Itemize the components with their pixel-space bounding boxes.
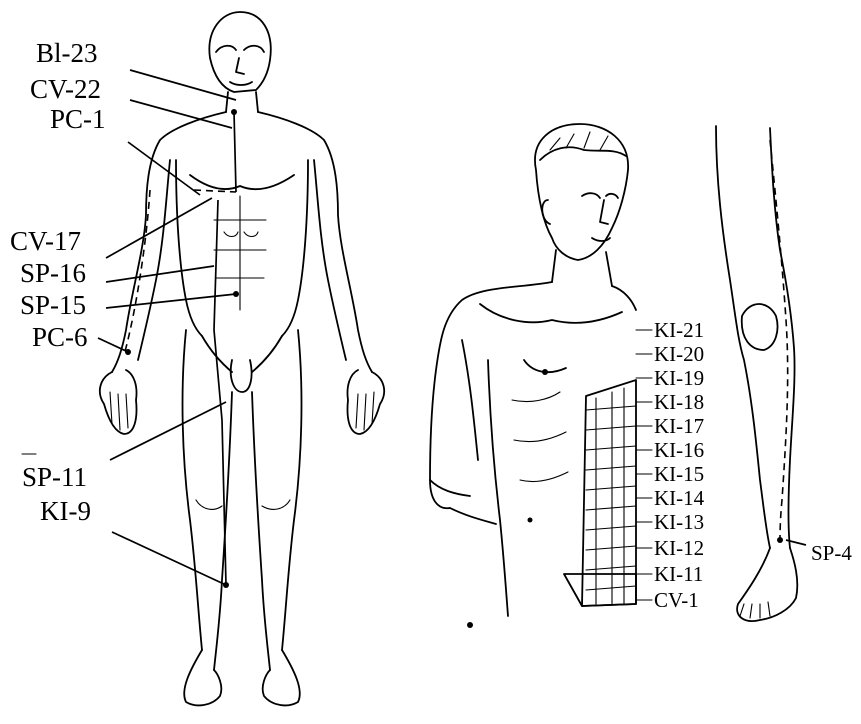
label-sp-11: SP-11 — [22, 462, 87, 492]
label-sp-16: SP-16 — [20, 258, 86, 288]
label-ki-17: KI-17 — [654, 414, 704, 438]
label-ki-20: KI-20 — [654, 342, 704, 366]
label-pc-1: PC-1 — [50, 104, 106, 134]
label-cv-1: CV-1 — [654, 588, 699, 612]
label-ki-14: KI-14 — [654, 486, 705, 510]
torso-leader-lines — [636, 330, 652, 600]
label-ki-9: KI-9 — [40, 496, 91, 526]
label-cv-17: CV-17 — [10, 226, 81, 256]
leg-figure — [716, 126, 806, 621]
label-ki-18: KI-18 — [654, 390, 704, 414]
torso-figure — [430, 124, 636, 628]
label-ki-12: KI-12 — [654, 536, 704, 560]
label-pc-6: PC-6 — [32, 322, 88, 352]
label-sp-15: SP-15 — [20, 290, 86, 320]
label-ki-16: KI-16 — [654, 438, 704, 462]
front-labels: Bl-23 CV-22 PC-1 CV-17 SP-16 SP-15 PC-6 … — [10, 38, 106, 526]
label-sp-4: SP-4 — [811, 541, 852, 565]
label-cv-22: CV-22 — [30, 74, 101, 104]
label-ki-19: KI-19 — [654, 366, 704, 390]
torso-labels: KI-21 KI-20 KI-19 KI-18 KI-17 KI-16 KI-1… — [654, 318, 705, 612]
label-bl-23: Bl-23 — [36, 38, 98, 68]
label-ki-15: KI-15 — [654, 462, 704, 486]
label-ki-11: KI-11 — [654, 562, 703, 586]
front-body-figure — [100, 12, 384, 705]
label-ki-13: KI-13 — [654, 510, 704, 534]
label-ki-21: KI-21 — [654, 318, 704, 342]
